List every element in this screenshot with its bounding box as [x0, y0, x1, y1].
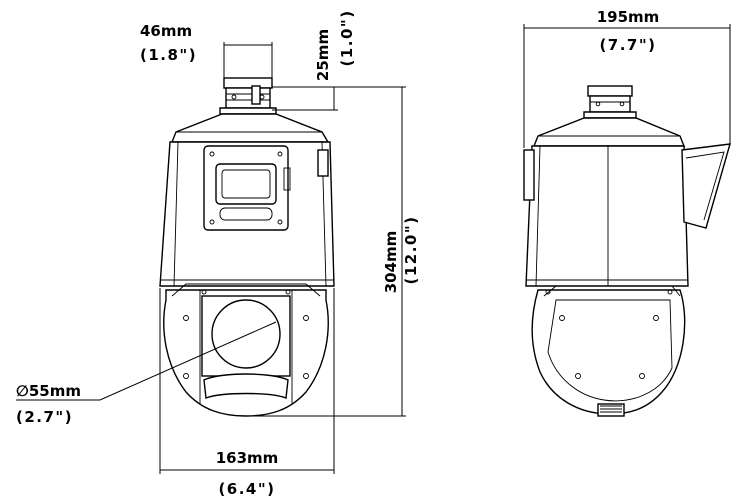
front-shoulder: [170, 113, 330, 143]
side-shoulder: [532, 117, 686, 147]
side-mount-tube: [583, 85, 637, 119]
dim-side-depth: 195mm (7.7"): [523, 8, 731, 148]
dim-bracket-height: 25mm (1.0"): [272, 9, 356, 111]
front-lower-dome: [163, 283, 329, 417]
dim-total-height: 304mm (12.0"): [246, 86, 420, 417]
dim-bracket-width-metric: 46mm: [140, 22, 192, 40]
dim-body-width-imperial: (6.4"): [218, 480, 275, 498]
dim-bracket-width: 46mm (1.8"): [140, 22, 273, 78]
front-upper-housing: [159, 141, 335, 287]
dim-total-height-metric: 304mm: [382, 231, 400, 294]
dim-total-height-imperial: (12.0"): [402, 215, 420, 284]
dim-bracket-width-imperial: (1.8"): [140, 46, 197, 64]
dim-side-depth-metric: 195mm: [597, 8, 660, 26]
dim-body-width: 163mm (6.4"): [159, 288, 335, 498]
dim-lens-diameter-metric: ∅55mm: [16, 382, 81, 400]
side-lower-dome: [531, 285, 686, 417]
dim-bracket-height-imperial: (1.0"): [338, 9, 356, 66]
side-view: [523, 85, 731, 417]
dim-side-depth-imperial: (7.7"): [599, 36, 656, 54]
front-mount-tube: [219, 77, 277, 115]
dim-bracket-height-metric: 25mm: [314, 29, 332, 81]
side-upper-housing: [523, 143, 731, 287]
dim-lens-diameter-imperial: (2.7"): [16, 408, 73, 426]
dim-body-width-metric: 163mm: [216, 449, 279, 467]
front-view: [159, 77, 335, 417]
dim-lens-diameter: ∅55mm (2.7"): [16, 321, 277, 426]
